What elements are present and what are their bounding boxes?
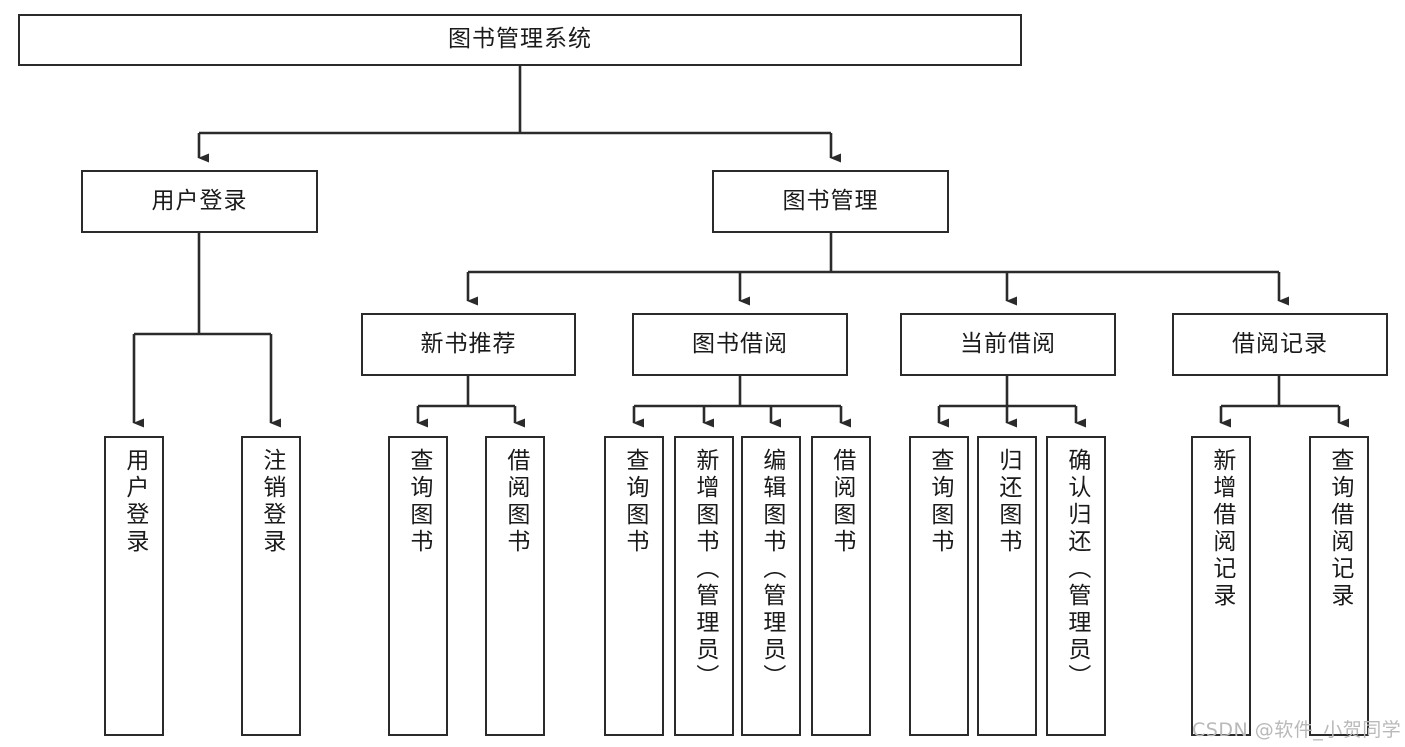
leaf-borrow-record-query[interactable]: 查询借阅记录 xyxy=(1309,436,1369,736)
leaf-current-borrow-query-label: 查询图书 xyxy=(926,448,953,556)
leaf-current-borrow-return-label: 归还图书 xyxy=(994,448,1021,556)
leaf-book-borrow-borrow-label: 借阅图书 xyxy=(828,448,855,556)
node-book-management-label: 图书管理 xyxy=(782,187,879,214)
leaf-new-book-borrow[interactable]: 借阅图书 xyxy=(485,436,545,736)
leaf-book-borrow-query[interactable]: 查询图书 xyxy=(604,436,664,736)
leaf-borrow-record-add-label: 新增借阅记录 xyxy=(1208,448,1235,610)
node-book-borrow[interactable]: 图书借阅 xyxy=(632,313,848,376)
node-new-book-recommend[interactable]: 新书推荐 xyxy=(361,313,576,376)
node-book-borrow-label: 图书借阅 xyxy=(692,330,788,357)
leaf-new-book-query[interactable]: 查询图书 xyxy=(388,436,448,736)
node-borrow-record[interactable]: 借阅记录 xyxy=(1172,313,1388,376)
leaf-user-login-logout[interactable]: 注销登录 xyxy=(241,436,301,736)
leaf-borrow-record-query-label: 查询借阅记录 xyxy=(1326,448,1353,610)
node-root-system[interactable]: 图书管理系统 xyxy=(18,14,1022,66)
leaf-user-login-login-label: 用户登录 xyxy=(121,448,148,556)
node-book-management[interactable]: 图书管理 xyxy=(712,170,949,233)
leaf-book-borrow-borrow[interactable]: 借阅图书 xyxy=(811,436,871,736)
leaf-book-borrow-add-label: 新增图书（管理员） xyxy=(691,448,718,691)
node-current-borrow[interactable]: 当前借阅 xyxy=(900,313,1116,376)
leaf-book-borrow-edit-label: 编辑图书（管理员） xyxy=(758,448,785,691)
node-root-label: 图书管理系统 xyxy=(448,26,592,53)
leaf-book-borrow-add[interactable]: 新增图书（管理员） xyxy=(674,436,734,736)
leaf-user-login-logout-label: 注销登录 xyxy=(258,448,285,556)
leaf-user-login-login[interactable]: 用户登录 xyxy=(104,436,164,736)
leaf-current-borrow-confirm-return[interactable]: 确认归还（管理员） xyxy=(1046,436,1106,736)
node-borrow-record-label: 借阅记录 xyxy=(1232,330,1328,357)
leaf-new-book-borrow-label: 借阅图书 xyxy=(502,448,529,556)
leaf-current-borrow-confirm-return-label: 确认归还（管理员） xyxy=(1063,448,1090,691)
node-new-book-recommend-label: 新书推荐 xyxy=(420,330,517,357)
leaf-borrow-record-add[interactable]: 新增借阅记录 xyxy=(1191,436,1251,736)
node-current-borrow-label: 当前借阅 xyxy=(960,330,1056,357)
node-user-login[interactable]: 用户登录 xyxy=(81,170,318,233)
leaf-new-book-query-label: 查询图书 xyxy=(405,448,432,556)
leaf-book-borrow-edit[interactable]: 编辑图书（管理员） xyxy=(741,436,801,736)
csdn-watermark: CSDN @软件_小贺同学 xyxy=(1192,719,1402,741)
leaf-current-borrow-query[interactable]: 查询图书 xyxy=(909,436,969,736)
node-user-login-label: 用户登录 xyxy=(151,187,248,214)
leaf-book-borrow-query-label: 查询图书 xyxy=(621,448,648,556)
leaf-current-borrow-return[interactable]: 归还图书 xyxy=(977,436,1037,736)
